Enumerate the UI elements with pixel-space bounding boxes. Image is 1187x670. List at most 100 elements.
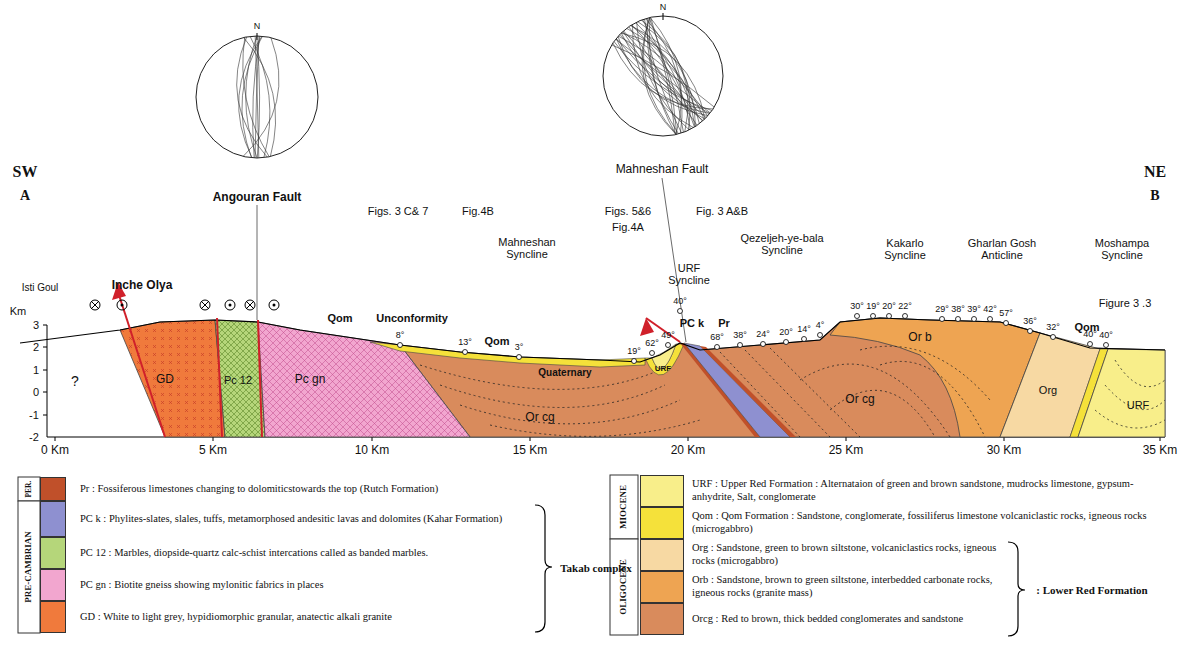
- dip-symbol: [1088, 342, 1093, 347]
- great-circle: [650, 17, 681, 134]
- dip-symbol: [784, 340, 789, 345]
- legend-text: Orb : Sandstone, brown to green siltston…: [692, 574, 1002, 599]
- dip-angle: 38°: [733, 331, 747, 341]
- map-label: -2: [29, 431, 39, 443]
- dip-symbol: [463, 350, 468, 355]
- dip-symbol: [678, 309, 683, 314]
- dip-symbol: [738, 343, 743, 348]
- map-label: Mahneshan Syncline: [487, 236, 567, 260]
- dip-angle: 40°: [1099, 331, 1113, 341]
- dip-symbol: [517, 355, 522, 360]
- map-label: GD: [156, 373, 174, 386]
- map-label: URF: [655, 365, 671, 374]
- map-label: 25 Km: [829, 444, 864, 457]
- dip-angle: 40°: [673, 297, 687, 307]
- legend-swatch: [40, 477, 66, 501]
- map-label: Gharlan Gosh Anticline: [960, 237, 1044, 261]
- dip-angle: 3°: [515, 343, 524, 353]
- map-label: Mahneshan Fault: [616, 163, 709, 176]
- map-label: Unconformity: [376, 312, 448, 324]
- great-circle: [631, 26, 696, 127]
- dip-symbol: [871, 314, 876, 319]
- legend-swatch: [640, 475, 684, 507]
- map-label: NE: [1144, 163, 1166, 181]
- map-label: Qom: [484, 335, 509, 347]
- map-label: SW: [13, 163, 38, 181]
- map-label: 10 Km: [355, 444, 390, 457]
- map-label: Quaternary: [538, 367, 591, 378]
- great-circle: [616, 39, 710, 114]
- dip-symbol: [715, 345, 720, 350]
- dip-symbol: [398, 343, 403, 348]
- dip-angle: 14°: [797, 325, 811, 335]
- map-label: 0: [33, 386, 39, 398]
- map-label: 20 Km: [671, 444, 706, 457]
- dip-angle: 68°: [710, 333, 724, 343]
- dip-angle: 24°: [756, 330, 770, 340]
- legend-text: PC 12 : Marbles, diopside-quartz calc-sc…: [80, 547, 520, 560]
- great-circle: [237, 37, 268, 157]
- map-label: Or cg: [845, 393, 874, 406]
- legend-text: PC k : Phylites-slates, slales, tuffs, m…: [80, 513, 520, 526]
- map-label: Figs. 5&6: [605, 205, 651, 217]
- legend-text: Qom : Qom Formation : Sandstone, conglom…: [692, 510, 1162, 535]
- dip-angle: 32°: [1046, 323, 1060, 333]
- map-label: Fig.4A: [612, 221, 644, 233]
- map-label: Figs. 3 C& 7: [368, 205, 429, 217]
- dip-angle: 29°: [935, 305, 949, 315]
- dip-symbol: [632, 359, 637, 364]
- map-label: B: [1150, 188, 1159, 203]
- legend-swatch: [640, 539, 684, 571]
- legend-text: GD : White to light grey, hypidiomorphic…: [80, 611, 520, 624]
- map-label: 30 Km: [987, 444, 1022, 457]
- era-label: PRE-CAMBRIAN: [24, 531, 34, 603]
- legend-swatch: [640, 507, 684, 539]
- era-label: MIOCENE: [619, 485, 629, 529]
- legend-swatch: [640, 603, 684, 635]
- dip-angle: 57°: [999, 309, 1013, 319]
- dip-symbol: [903, 314, 908, 319]
- dip-symbol: [1028, 329, 1033, 334]
- map-label: Qom: [327, 312, 352, 324]
- map-label: Inche Olya: [112, 279, 173, 292]
- legend-swatch: [40, 501, 66, 537]
- dip-angle: 8°: [396, 331, 405, 341]
- great-circle: [616, 39, 711, 113]
- map-label: : Lower Red Formation: [1036, 584, 1147, 596]
- legend-text: PC gn : Biotite gneiss showing mylonitic…: [80, 579, 520, 592]
- dip-symbol: [956, 317, 961, 322]
- dip-angle: 30°: [850, 302, 864, 312]
- dip-angle: 20°: [779, 328, 793, 338]
- map-label: Moshampa Syncline: [1083, 237, 1161, 261]
- dip-angle: 19°: [866, 302, 880, 312]
- great-circle: [244, 37, 276, 156]
- dip-angle: 22°: [898, 302, 912, 312]
- dip-symbol: [887, 314, 892, 319]
- dip-angle: 36°: [1023, 317, 1037, 327]
- map-label: Pr: [718, 317, 730, 329]
- dip-symbol: [1051, 335, 1056, 340]
- map-label: 15 Km: [513, 444, 548, 457]
- map-label: -1: [29, 409, 39, 421]
- dip-symbol: [802, 337, 807, 342]
- legend-text: Orcg : Red to brown, thick bedded conglo…: [692, 613, 1002, 626]
- map-label: 5 Km: [199, 444, 227, 457]
- legend-swatch: [640, 571, 684, 603]
- map-label: URF Syncline: [661, 262, 717, 286]
- map-label: PC k: [680, 317, 704, 329]
- map-label: Pc gn: [295, 373, 326, 386]
- dip-symbol: [1104, 343, 1109, 348]
- map-label: URF: [1127, 399, 1150, 411]
- map-label: N: [254, 22, 261, 32]
- dip-symbol: [988, 317, 993, 322]
- dip-angle: 13°: [458, 338, 472, 348]
- map-label: Angouran Fault: [213, 191, 302, 204]
- legend-swatch: [40, 601, 66, 633]
- era-label: OLIGOCENE: [619, 559, 629, 615]
- map-label: Or b: [908, 331, 931, 344]
- map-label: 0 Km: [41, 444, 69, 457]
- map-label: 1: [33, 364, 39, 376]
- dip-angle: 19°: [627, 347, 641, 357]
- dip-angle: 62°: [645, 339, 659, 349]
